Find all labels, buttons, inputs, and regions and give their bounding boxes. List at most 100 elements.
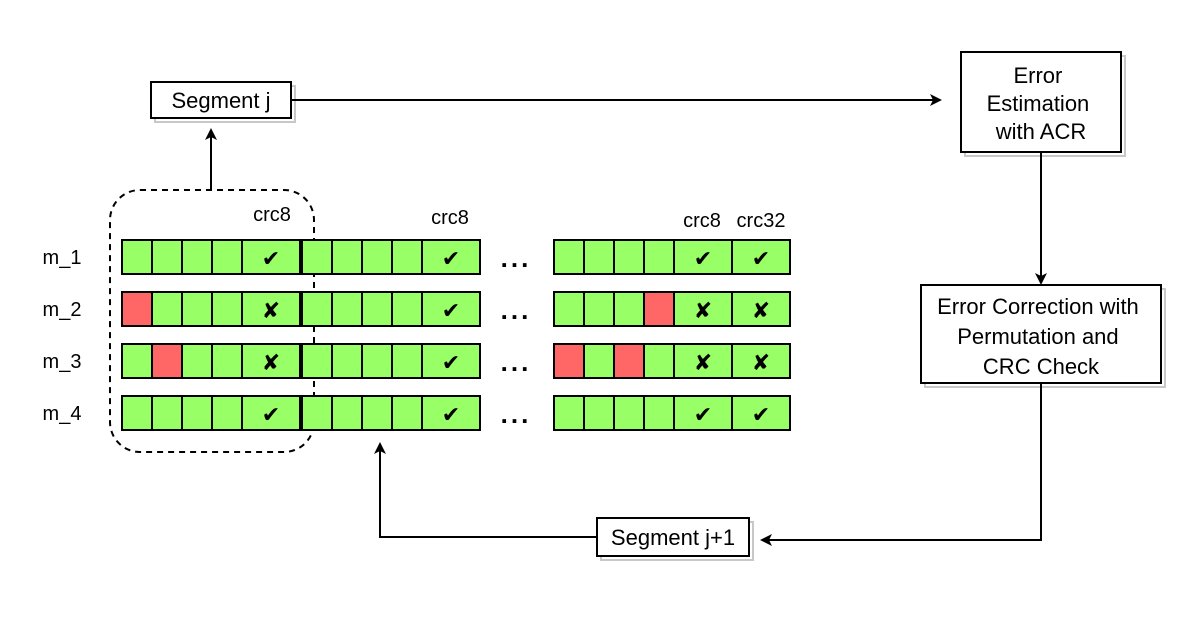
ok-cell [301, 291, 333, 327]
ok-cell [731, 291, 791, 327]
ok-cell [421, 395, 481, 431]
ok-cell [421, 239, 481, 275]
ok-cell [151, 239, 183, 275]
message-row: m_4✔✔✔✔... [43, 395, 791, 431]
ok-cell [391, 291, 423, 327]
ok-cell [553, 395, 585, 431]
ok-cell [241, 291, 301, 327]
ok-cell [121, 395, 153, 431]
error-correction-box: Error Correction with Permutation and CR… [920, 284, 1166, 388]
check-icon: ✔ [752, 402, 770, 427]
ellipsis: ... [501, 295, 532, 325]
ok-cell [583, 395, 615, 431]
error-cell [643, 291, 675, 327]
ok-cell [643, 343, 675, 379]
check-icon: ✔ [694, 402, 712, 427]
check-icon: ✔ [442, 246, 460, 271]
ok-cell [731, 343, 791, 379]
error-estimation-line-3: with ACR [995, 119, 1086, 144]
check-icon: ✔ [262, 246, 280, 271]
ok-cell [211, 291, 243, 327]
error-estimation-label: Error Estimation with ACR [987, 63, 1096, 144]
cross-icon: ✘ [694, 350, 712, 375]
message-rows: m_1✔✔✔✔...m_2✘✔✘✘...m_3✘✔✘✘...m_4✔✔✔✔... [43, 239, 791, 431]
arrow-correction-to-next-segment [760, 383, 1042, 546]
cross-icon: ✘ [752, 350, 770, 375]
segment-j1-box: Segment j+1 [596, 517, 754, 561]
ok-cell [361, 239, 393, 275]
ok-cell [241, 239, 301, 275]
error-correction-label: Error Correction with Permutation and CR… [937, 294, 1145, 379]
ok-cell [331, 395, 363, 431]
ok-cell [331, 343, 363, 379]
ok-cell [211, 239, 243, 275]
check-icon: ✔ [442, 402, 460, 427]
ok-cell [553, 291, 585, 327]
ok-cell [151, 291, 183, 327]
ok-cell [181, 291, 213, 327]
cross-icon: ✘ [262, 350, 280, 375]
ok-cell [151, 395, 183, 431]
check-icon: ✔ [752, 246, 770, 271]
ok-cell [583, 291, 615, 327]
cross-icon: ✘ [694, 298, 712, 323]
error-cell [151, 343, 183, 379]
ok-cell [361, 395, 393, 431]
error-cell [553, 343, 585, 379]
ok-cell [331, 291, 363, 327]
ok-cell [211, 395, 243, 431]
arrow-next-segment-to-blocks [374, 442, 597, 538]
ok-cell [391, 343, 423, 379]
message-row: m_2 ✘ ✔ ✘ ✘... [43, 291, 791, 327]
ellipsis: ... [501, 243, 532, 273]
ok-cell [241, 343, 301, 379]
ok-cell [613, 291, 645, 327]
check-icon: ✔ [442, 350, 460, 375]
ok-cell [211, 343, 243, 379]
error-estimation-line-2: Estimation [987, 91, 1090, 116]
ok-cell [121, 343, 153, 379]
cross-icon: ✘ [752, 298, 770, 323]
segment-j-label: Segment j [171, 88, 270, 113]
ok-cell [553, 239, 585, 275]
check-icon: ✔ [442, 298, 460, 323]
ok-cell [241, 395, 301, 431]
ok-cell [121, 239, 153, 275]
ok-cell [301, 239, 333, 275]
ok-cell [673, 291, 733, 327]
ok-cell [613, 395, 645, 431]
ok-cell [613, 239, 645, 275]
check-icon: ✔ [694, 246, 712, 271]
ok-cell [583, 343, 615, 379]
ok-cell [421, 291, 481, 327]
ellipsis: ... [501, 399, 532, 429]
ok-cell [421, 343, 481, 379]
message-row: m_3✘✔✘✘... [43, 343, 791, 379]
ok-cell [361, 343, 393, 379]
error-correction-line-3: CRC Check [983, 354, 1100, 379]
ok-cell [301, 343, 333, 379]
message-row: m_1✔✔✔✔... [43, 239, 791, 275]
error-estimation-box: Error Estimation with ACR [960, 51, 1126, 157]
ok-cell [181, 395, 213, 431]
error-cell [613, 343, 645, 379]
cross-icon: ✘ [262, 298, 280, 323]
ok-cell [361, 291, 393, 327]
segment-j1-label: Segment j+1 [611, 525, 735, 550]
ok-cell [181, 343, 213, 379]
ok-cell [301, 395, 333, 431]
error-cell [121, 291, 153, 327]
ok-cell [331, 239, 363, 275]
segment-j-box: Segment j [150, 81, 296, 123]
ok-cell [583, 239, 615, 275]
row-label: m_3 [43, 351, 82, 373]
error-correction-line-1: Error Correction with [937, 294, 1139, 319]
ok-cell [391, 395, 423, 431]
ok-cell [731, 239, 791, 275]
ok-cell [181, 239, 213, 275]
crc-label-block3a: crc8 [683, 210, 721, 232]
row-label: m_2 [43, 299, 82, 321]
crc-label-block2: crc8 [431, 207, 469, 229]
row-label: m_4 [43, 403, 82, 425]
